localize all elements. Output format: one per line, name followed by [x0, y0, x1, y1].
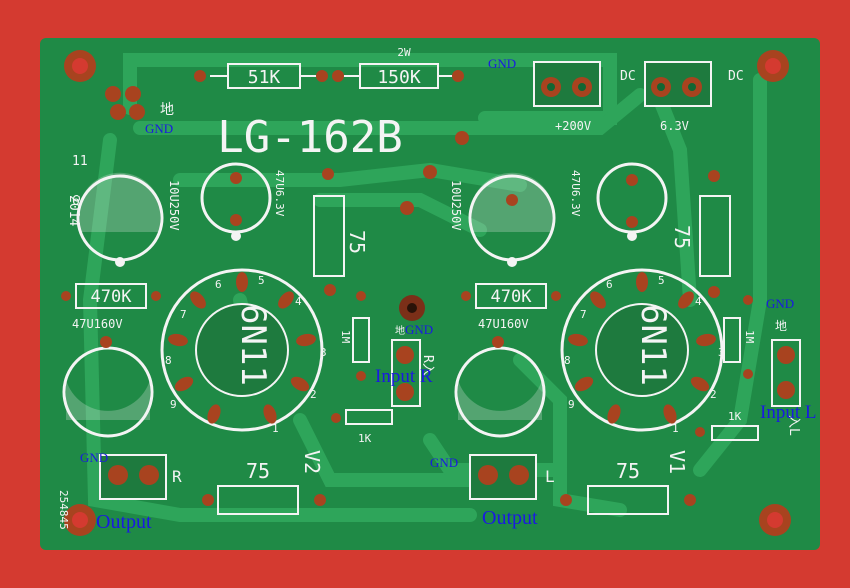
res-75-bottom-right: 75: [616, 459, 640, 483]
tube-ref-v1: V1: [665, 450, 689, 474]
res-51k: 51K: [248, 67, 281, 88]
annotation-gnd-input-r: GND: [405, 322, 433, 337]
svg-text:1: 1: [272, 422, 279, 435]
svg-text:6: 6: [606, 278, 613, 291]
input-l-silk: 入L: [786, 415, 801, 436]
mounting-holes: [64, 50, 791, 536]
svg-text:3: 3: [320, 346, 327, 359]
annotation-input-r: Input R: [375, 366, 433, 387]
tube-ref-v2: V2: [300, 450, 324, 474]
cap-10u250v-right: 10U250V: [449, 180, 463, 231]
dc-label-2: DC: [728, 69, 744, 84]
svg-text:1: 1: [672, 422, 679, 435]
res-470k-right-outline: [475, 283, 547, 309]
svg-text:7: 7: [580, 308, 587, 321]
board-model: LG-162B: [217, 112, 402, 163]
serial-number: 254845: [57, 490, 70, 530]
annotation-gnd-output-r: GND: [80, 450, 108, 465]
svg-text:5: 5: [258, 274, 265, 287]
tube-socket-v1: [560, 268, 724, 432]
res-75-bottom-left: 75: [246, 459, 270, 483]
input-l-connector: [771, 339, 801, 407]
annotation-gnd-input-l: GND: [766, 296, 794, 311]
svg-text:5: 5: [658, 274, 665, 287]
svg-text:2: 2: [710, 388, 717, 401]
tube-6n11-right: 6N11: [633, 304, 673, 386]
res-75-vertical-left-outline: [313, 195, 345, 277]
res-1k-left: 1K: [358, 432, 372, 445]
res-75-bottom-left-outline: [217, 485, 299, 515]
tube-socket-v2: [160, 268, 324, 432]
res-1m-left: 1M: [339, 330, 352, 344]
cap-10u250v-left: 10U250V: [167, 180, 181, 231]
svg-text:9: 9: [568, 398, 575, 411]
output-l-terminal: [469, 454, 537, 500]
annotation-gnd-top: GND: [145, 121, 173, 136]
channel-r-silk: R: [172, 467, 182, 486]
res-470k-left-outline: [75, 283, 147, 309]
gnd-silk-top: 地: [160, 102, 174, 118]
svg-text:2: 2: [310, 388, 317, 401]
input-r-gnd-silk: 地: [395, 324, 405, 337]
dc-terminal-200v: [533, 61, 601, 107]
annotation-gnd-output-l: GND: [430, 455, 458, 470]
res-470k-left: 470K: [91, 287, 133, 307]
res-75-vertical-left: 75: [345, 230, 369, 254]
svg-text:8: 8: [165, 354, 172, 367]
dc-voltage-200v: +200V: [555, 119, 591, 133]
date-month: 11: [72, 154, 88, 169]
svg-text:4: 4: [695, 295, 702, 308]
dc-voltage-6v3: 6.3V: [660, 119, 689, 133]
svg-text:9: 9: [170, 398, 177, 411]
annotation-output-r: Output: [96, 511, 152, 533]
capacitors: [62, 162, 668, 438]
cap-47u160v-left: 47U160V: [72, 317, 123, 331]
input-r-connector: [391, 339, 421, 407]
res-1m-left-outline: [352, 317, 370, 363]
annotation-output-l: Output: [482, 507, 538, 529]
res-1k-right: 1K: [728, 410, 742, 423]
res-1k-right-outline: [711, 425, 759, 441]
res-75-vertical-right-outline: [699, 195, 731, 277]
svg-text:7: 7: [180, 308, 187, 321]
svg-text:6: 6: [215, 278, 222, 291]
channel-l-silk: L: [545, 467, 555, 486]
svg-text:8: 8: [564, 354, 571, 367]
cap-47u6v3-right: 47U6.3V: [569, 170, 582, 217]
annotation-input-l: Input L: [760, 402, 816, 423]
vias: [61, 70, 753, 506]
date-day: 6: [72, 194, 80, 209]
dc-label-1: DC: [620, 69, 636, 84]
res-1m-right-outline: [723, 317, 741, 363]
input-r-silk: R入: [420, 355, 435, 376]
tube-pins: [168, 272, 716, 424]
res-150k: 150K: [377, 67, 421, 88]
dc-terminal-6v3: [644, 61, 712, 107]
res-1m-right: 1M: [743, 330, 756, 344]
gnd-pads-top: [105, 86, 145, 120]
pin-numbers: 5 6 4 3 2 1 9 8 7 5 6 4 3 2 1 9 8 7: [165, 274, 725, 435]
output-r-terminal: [99, 454, 167, 500]
res-75-bottom-right-outline: [587, 485, 669, 515]
power-rating: 2W: [397, 46, 411, 59]
res-1k-left-outline: [345, 409, 393, 425]
tube-6n11-left: 6N11: [233, 304, 273, 386]
svg-text:4: 4: [295, 295, 302, 308]
input-l-gnd-silk: 地: [775, 319, 787, 333]
res-470k-right: 470K: [491, 287, 533, 307]
cap-47u6v3-left: 47U6.3V: [273, 170, 286, 217]
svg-text:3: 3: [718, 346, 725, 359]
annotation-gnd-dc: GND: [488, 56, 516, 71]
cap-47u160v-right: 47U160V: [478, 317, 529, 331]
res-75-vertical-right: 75: [670, 225, 694, 249]
